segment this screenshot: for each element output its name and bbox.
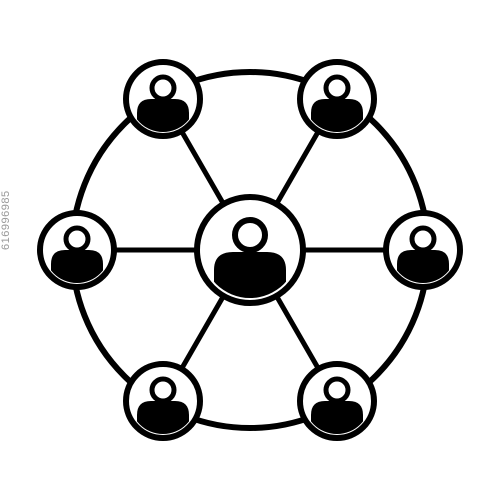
person-body-icon bbox=[137, 401, 189, 434]
person-node-bottom-left bbox=[123, 361, 203, 441]
person-body-icon bbox=[311, 401, 363, 434]
person-head-icon bbox=[149, 74, 177, 102]
person-head-icon bbox=[323, 74, 351, 102]
person-head-icon bbox=[149, 376, 177, 404]
person-body-icon bbox=[397, 250, 449, 283]
person-node-top-left bbox=[123, 59, 203, 139]
person-node-center bbox=[194, 194, 306, 306]
person-body-icon bbox=[137, 99, 189, 132]
person-body-icon bbox=[311, 99, 363, 132]
person-head-icon bbox=[409, 225, 437, 253]
person-head-icon bbox=[323, 376, 351, 404]
person-node-left bbox=[37, 210, 117, 290]
person-node-top-right bbox=[297, 59, 377, 139]
person-body-icon bbox=[51, 250, 103, 283]
watermark-id: 616996985 bbox=[0, 190, 12, 250]
person-body-icon bbox=[214, 252, 286, 298]
person-head-icon bbox=[232, 217, 268, 253]
person-node-bottom-right bbox=[297, 361, 377, 441]
person-node-right bbox=[383, 210, 463, 290]
person-head-icon bbox=[63, 225, 91, 253]
